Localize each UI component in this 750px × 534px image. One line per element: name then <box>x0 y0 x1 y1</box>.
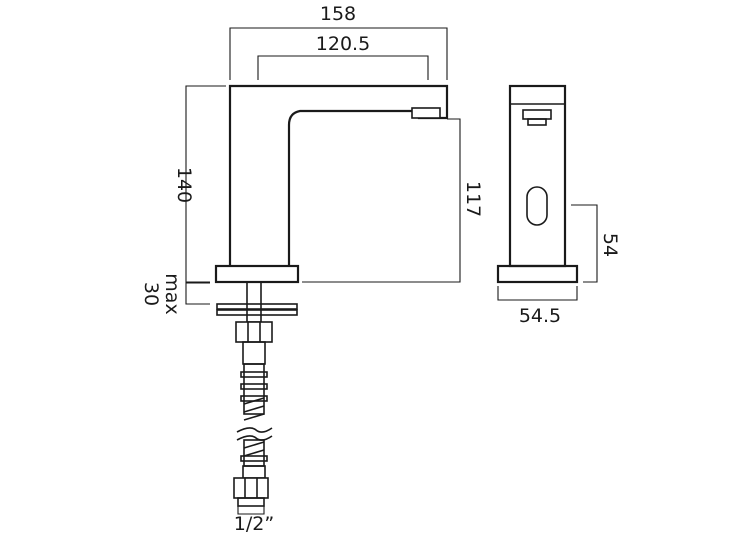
break-line <box>236 427 273 433</box>
dimension-spout-reach: 120.5 <box>257 33 429 80</box>
dim-54-label: 54 <box>599 233 621 257</box>
hose-end-nut <box>233 477 269 499</box>
flexible-hose <box>236 363 273 479</box>
aerator-outlet <box>411 107 441 119</box>
dim-120-5-label: 120.5 <box>316 33 370 55</box>
fixing-nut <box>235 321 273 343</box>
tap-body-outline <box>228 84 449 266</box>
front-base-plate <box>496 264 579 284</box>
front-view <box>496 84 579 284</box>
dimension-max-deck: max 30 <box>140 273 210 315</box>
base-plate <box>214 264 300 284</box>
front-aerator-tip <box>527 118 547 126</box>
dim-117-label: 117 <box>462 181 484 217</box>
side-view <box>214 84 449 507</box>
dim-54-5-label: 54.5 <box>519 305 561 327</box>
dim-158-label: 158 <box>320 3 356 25</box>
dimension-overall-length: 158 <box>229 3 448 80</box>
fixing-washer <box>216 303 298 310</box>
dimension-overall-height: 140 <box>173 85 226 283</box>
hose-end-fitting <box>237 497 265 507</box>
dim-140-label: 140 <box>173 167 195 203</box>
dimension-connection: 1/2” <box>234 506 274 534</box>
sensor-window <box>526 186 548 226</box>
dim-max-label: max <box>161 273 183 314</box>
threaded-shank <box>246 281 262 323</box>
dimension-base-width: 54.5 <box>497 286 578 327</box>
hose-connector <box>242 341 266 365</box>
dimension-sensor-height: 54 <box>571 204 621 283</box>
front-aerator <box>522 109 552 120</box>
dim-connection-label: 1/2” <box>234 513 274 534</box>
dimension-outlet-height: 117 <box>302 118 484 283</box>
fixing-washer-lower <box>216 309 298 316</box>
dim-30-label: 30 <box>140 282 162 306</box>
